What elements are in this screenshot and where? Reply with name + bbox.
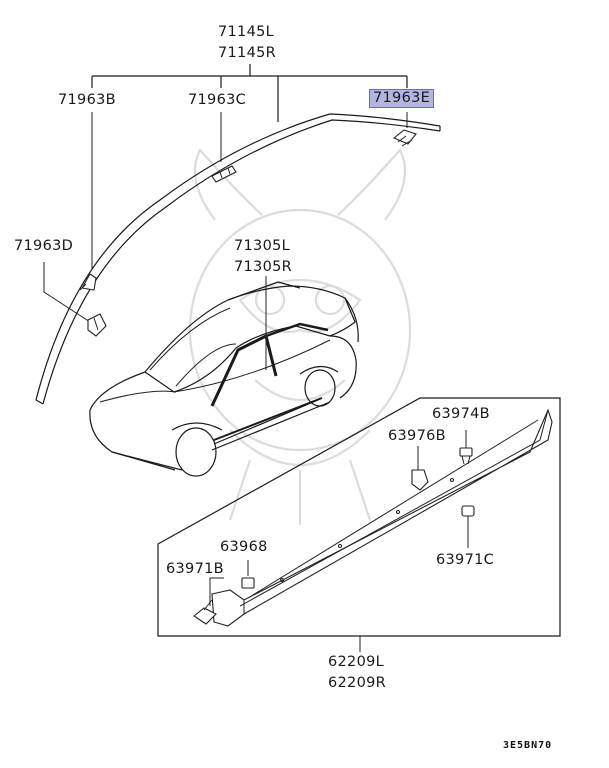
label-71963e-highlighted[interactable]: 71963E xyxy=(369,89,435,108)
clip-63968-icon xyxy=(241,560,255,589)
label-63971b: 63971B xyxy=(166,561,224,577)
clip-71963e-icon xyxy=(392,112,417,147)
label-63968: 63968 xyxy=(220,539,268,555)
label-71963c: 71963C xyxy=(188,92,247,108)
clip-71963d-icon xyxy=(43,262,107,337)
label-62209r: 62209R xyxy=(328,675,387,691)
clip-71963b-icon xyxy=(79,112,97,291)
label-71145r: 71145R xyxy=(218,45,277,61)
callout-71145 xyxy=(91,64,408,122)
label-63976b: 63976B xyxy=(388,428,446,444)
label-63974b: 63974B xyxy=(432,406,490,422)
screw-63974b-icon xyxy=(459,430,473,465)
screw-63971b-icon xyxy=(193,577,224,625)
label-71145l: 71145L xyxy=(218,24,275,40)
screw-63971c-icon xyxy=(461,505,475,548)
label-63971c: 63971C xyxy=(436,552,495,568)
clip-63976b-icon xyxy=(411,446,429,491)
label-71963d: 71963D xyxy=(14,238,74,254)
diagram-code: 3E5BN70 xyxy=(503,740,553,751)
roof-molding xyxy=(35,113,441,405)
clip-71963c-icon xyxy=(211,112,237,183)
watermark-emblem xyxy=(188,148,412,525)
label-71305r: 71305R xyxy=(234,259,293,275)
car-body xyxy=(89,281,359,477)
label-62209l: 62209L xyxy=(328,654,385,670)
label-71305l: 71305L xyxy=(234,238,291,254)
label-71963b: 71963B xyxy=(58,92,116,108)
garnish-panel xyxy=(157,397,561,637)
